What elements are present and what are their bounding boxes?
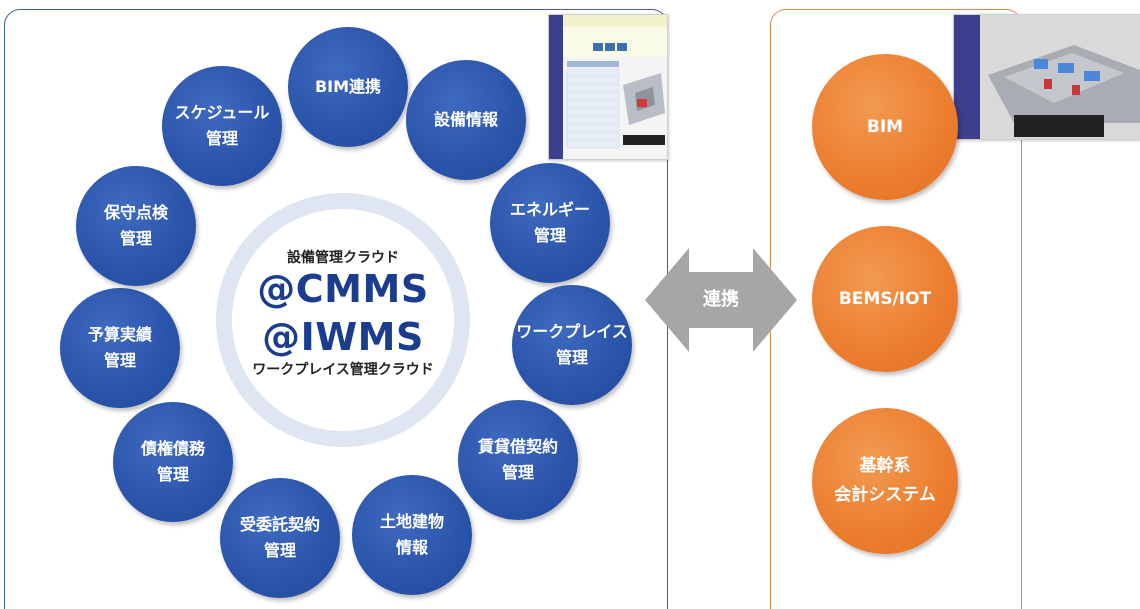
module-land-building-info: 土地建物 情報 [352,475,472,595]
external-label: BEMS/IOT [838,288,932,309]
module-label: 設備情報 [433,110,498,130]
external-bim: BIM [812,54,958,200]
link-double-arrow [645,248,797,352]
iwms-logo-text: IWMS [300,315,424,359]
bim-3d-screenshot-graphic [954,15,1140,139]
link-label: 連携 [703,289,739,310]
module-label: 土地建物 情報 [379,512,444,557]
at-symbol: @ [257,267,296,311]
module-energy-management: エネルギー 管理 [490,163,610,283]
module-label: エネルギー 管理 [509,200,590,245]
module-label: 受委託契約 管理 [239,515,320,560]
module-maintenance-inspection: 保守点検 管理 [76,166,196,286]
module-equipment-info: 設備情報 [406,60,526,180]
module-lease-contract: 賃貸借契約 管理 [458,400,578,520]
module-label: 債権債務 管理 [140,439,205,484]
cmms-logo: @CMMS [232,267,454,311]
iwms-subtitle: ワークプレイス管理クラウド [252,362,434,378]
cmms-subtitle: 設備管理クラウド [287,250,399,266]
module-label: 予算実績 管理 [87,325,152,370]
module-label: スケジュール 管理 [174,103,270,148]
at-symbol: @ [262,315,301,359]
external-label: BIM [866,116,904,137]
module-schedule-management: スケジュール 管理 [162,66,282,186]
module-label: BIM連携 [314,77,382,97]
module-label: ワークプレイス 管理 [516,322,628,367]
bim-3d-screenshot [953,14,1140,140]
module-workplace-management: ワークプレイス 管理 [512,285,632,405]
module-label: 賃貸借契約 管理 [477,437,558,482]
external-accounting-system: 基幹系 会計システム [812,408,958,554]
external-bems-iot: BEMS/IOT [812,226,958,372]
cmms-app-screenshot [548,14,668,160]
module-budget-actuals: 予算実績 管理 [60,288,180,408]
center-logo-block: 設備管理クラウド @CMMS @IWMS ワークプレイス管理クラウド [232,209,454,431]
module-bim-link: BIM連携 [288,27,408,147]
module-receivables-payables: 債権債務 管理 [113,402,233,522]
module-label: 保守点検 管理 [103,203,168,248]
iwms-logo: @IWMS [232,315,454,359]
external-label: 基幹系 会計システム [834,456,936,505]
module-outsourcing-contract: 受委託契約 管理 [220,478,340,598]
cmms-app-screenshot-graphic [549,15,667,159]
cmms-logo-text: CMMS [295,267,429,311]
